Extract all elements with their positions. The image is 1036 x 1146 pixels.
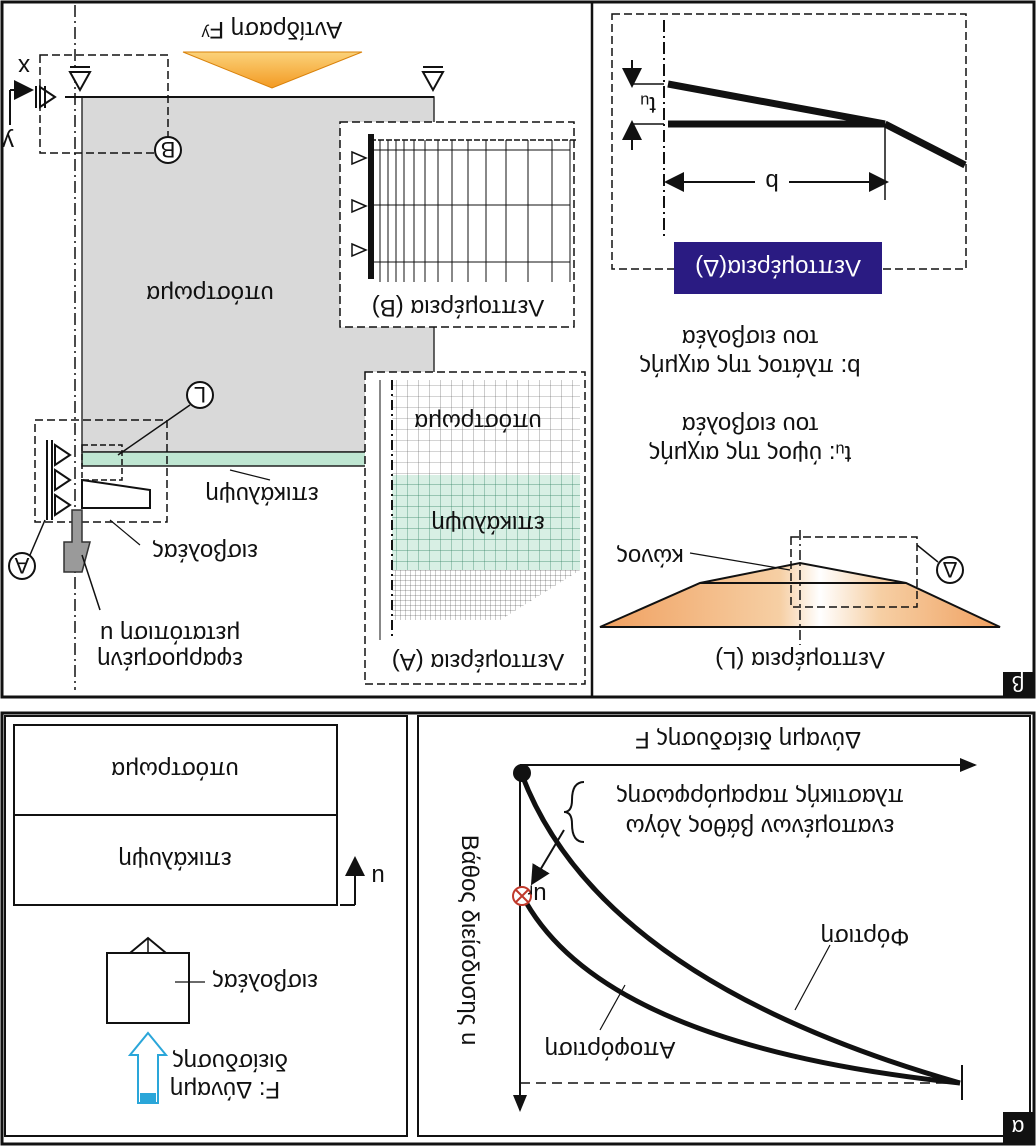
reaction-arrow [182, 51, 363, 89]
badge-alpha [1003, 1112, 1034, 1144]
legend: του εισβολέα b: πλάτος της αιχμής του ει… [639, 324, 860, 467]
detail-a-title: Λεπτομέρεια (A) [392, 648, 565, 675]
displacement-label-1: μετατόπιση u [100, 620, 240, 647]
tool-label: εισβολέας [152, 538, 258, 565]
callout-delta [936, 556, 964, 584]
axis-x-label: x [18, 53, 30, 80]
roller-icon [54, 443, 72, 517]
alpha-tool-box [106, 952, 190, 1024]
y-axis-label: Βάθος διείσδυσης u [456, 835, 483, 1046]
legend-b-line-1: b: πλάτος της αιχμής [639, 353, 860, 380]
svg-text:A: A [14, 553, 29, 578]
wedge-label: κώνος [616, 543, 683, 570]
detail-b-panel: Λεπτομέρεια (B) [339, 121, 578, 328]
dim-t-label: tᵤ [640, 91, 656, 118]
svg-text:Δ: Δ [942, 557, 957, 582]
panel-beta-frame [0, 0, 1036, 699]
unload-curve [519, 893, 961, 1086]
detail-box-a [34, 419, 168, 523]
support-icon [68, 71, 92, 93]
detail-a-panel: υπόστρωμα επικάλυψη Λεπτομέρεια (A) [364, 371, 586, 685]
load-curve [519, 774, 961, 1086]
detail-delta-title-box [674, 242, 882, 294]
unload-curve-label: Αποφόρτιση [545, 1036, 676, 1063]
cover-box [13, 814, 338, 906]
force-arrow [127, 1031, 169, 1104]
detail-delta-panel: tᵤ b Λεπτομέρεια(Δ) [611, 13, 967, 294]
soil-label: υπόστρωμα [146, 280, 274, 307]
x-axis-label: Δύναμη διείσδυσης F [635, 726, 861, 753]
detail-l-panel: Δ κώνος Λεπτομέρεια (L) [599, 530, 1001, 673]
detail-box-l [81, 444, 123, 481]
alpha-chart: Δύναμη διείσδυσης F Βάθος διείσδυσης u u… [417, 715, 1031, 1137]
callout-a [8, 552, 36, 580]
detail-delta-title: Λεπτομέρεια(Δ) [695, 254, 861, 281]
dim-b-label: b [765, 168, 778, 195]
alpha-cover-label: επικάλυψη [118, 846, 231, 873]
panel-alpha-frame [0, 711, 1036, 1146]
residual-label: uᵣ [527, 881, 546, 908]
axis-u-label: u [371, 863, 384, 890]
svg-text:α: α [1011, 1115, 1024, 1140]
soil-box [13, 724, 338, 816]
svg-text:β: β [1012, 671, 1025, 696]
badge-beta [1003, 672, 1034, 697]
legend-t-line-1: tᵤ: ύψος της αιχμής [649, 440, 852, 467]
cover-strip [81, 451, 373, 467]
detail-b-title: Λεπτομέρεια (B) [372, 294, 545, 321]
axis-y-label: y [2, 128, 14, 155]
alpha-soil-label: υπόστρωμα [111, 756, 239, 783]
panel-beta: Αντίδραση Fʸ x y B [0, 0, 1036, 699]
note-line-2: πλαστικής παραμόρφωσης [616, 783, 904, 810]
force-label-1: F: Δύναμη [170, 1076, 280, 1103]
origin-point [513, 764, 531, 782]
indenter-tool [81, 478, 151, 509]
note-line-1: εναπομένων βάθος λόγω [626, 813, 894, 840]
load-curve-label: Φόρτιση [821, 923, 910, 950]
displacement-arrow [63, 509, 91, 573]
alpha-tool-label: εισβολέας [212, 968, 318, 995]
alpha-schematic: υπόστρωμα επικάλυψη u εισβολέας διείσδυσ… [4, 715, 408, 1137]
displacement-label-2: εφαρμοσμένη [97, 646, 243, 673]
legend-t-line-2: του εισβολέα [682, 411, 819, 438]
legend-b-line-2: του εισβολέα [682, 324, 819, 351]
callout-l [186, 381, 214, 409]
cover-label: επικάλυψη [205, 481, 318, 508]
callout-b [154, 136, 182, 164]
detail-l-title: Λεπτομέρεια (L) [715, 646, 885, 673]
detail-box-b [39, 54, 169, 154]
force-label-2: διείσδυσης [172, 1048, 288, 1075]
roller-icon [39, 85, 57, 109]
panel-alpha: υπόστρωμα επικάλυψη u εισβολέας διείσδυσ… [0, 711, 1036, 1146]
svg-text:L: L [194, 382, 206, 407]
reaction-label: Αντίδραση Fʸ [201, 16, 342, 43]
detail-a-cover: επικάλυψη [431, 510, 544, 537]
svg-text:B: B [161, 137, 176, 162]
detail-a-soil: υπόστρωμα [414, 408, 542, 435]
support-icon [421, 71, 445, 93]
